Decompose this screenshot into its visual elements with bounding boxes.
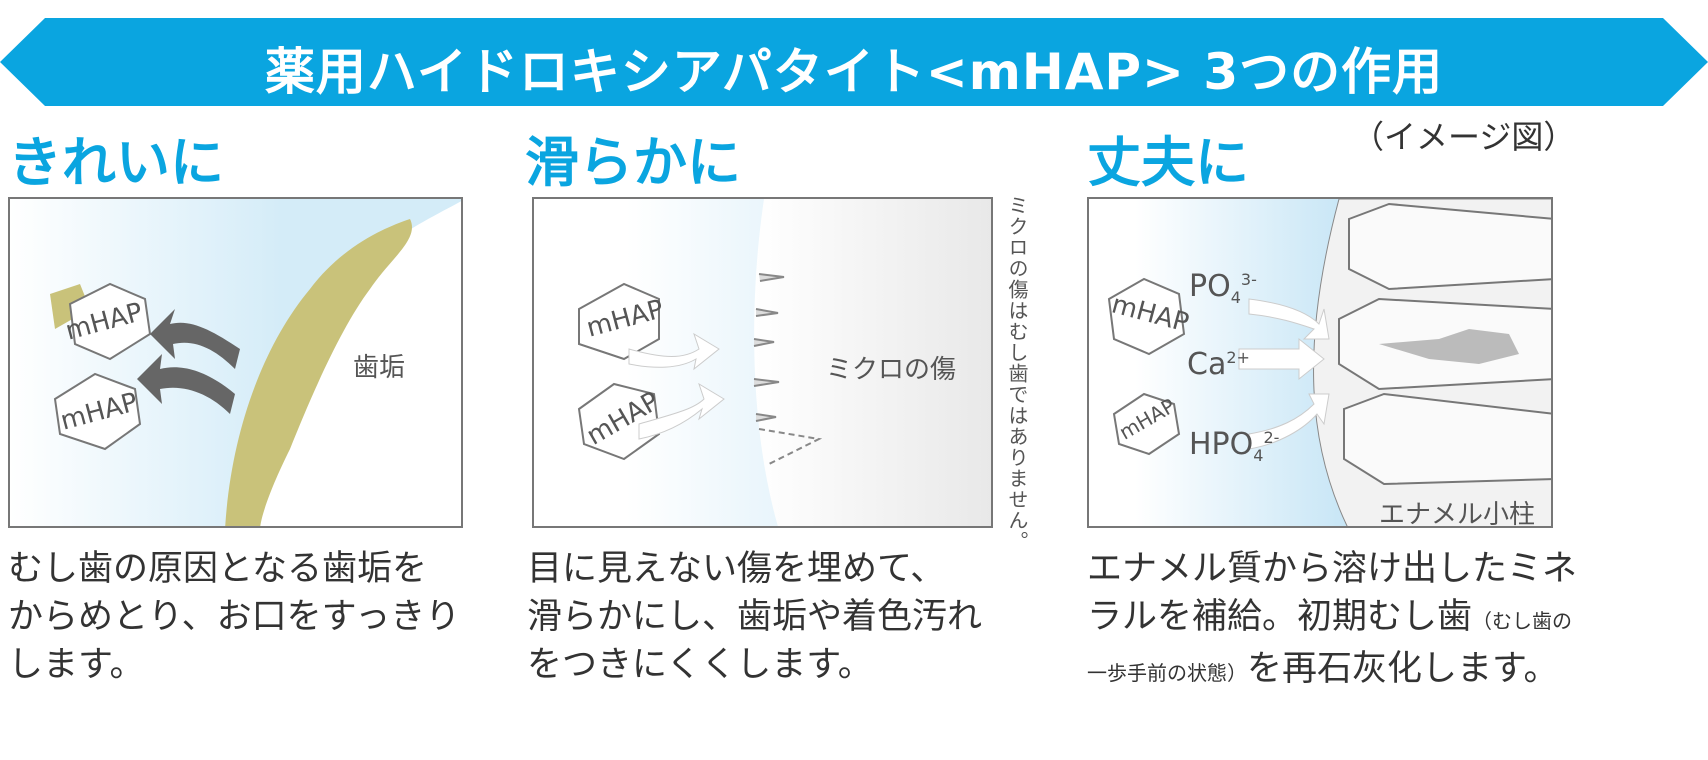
plaque-illustration — [10, 199, 461, 526]
description-line: エナメル質から溶け出したミネ — [1087, 549, 1578, 589]
ion-hydrogen-phosphate: HPO42- — [1189, 427, 1280, 465]
description-line: をつきにくくします。 — [527, 645, 873, 685]
panel-clean: mHAP mHAP 歯垢 — [8, 197, 463, 528]
panel-smooth: mHAP mHAP ミクロの傷 — [532, 197, 993, 528]
title-banner: 薬用ハイドロキシアパタイト<mHAP> 3つの作用 — [0, 18, 1708, 106]
heading-smooth: 滑らかに — [525, 131, 741, 194]
description-line: 目に見えない傷を埋めて、 — [527, 549, 946, 589]
image-note: （イメージ図） — [1352, 118, 1576, 156]
description-line: むし歯の原因となる歯垢を — [8, 549, 427, 589]
description-strong: エナメル質から溶け出したミネ ラルを補給。初期むし歯（むし歯の 一歩手前の状態）… — [1087, 545, 1577, 697]
enamel-rod-label: エナメル小柱 — [1379, 500, 1536, 528]
scratch-illustration — [534, 199, 991, 526]
vertical-disclaimer: ミクロの傷はむし歯ではありません。 — [1005, 195, 1029, 552]
banner-title: 薬用ハイドロキシアパタイト<mHAP> 3つの作用 — [264, 43, 1444, 101]
banner-shape — [0, 18, 1708, 106]
ion-phosphate: PO43- — [1189, 269, 1257, 307]
description-line: 滑らかにし、歯垢や着色汚れ — [527, 597, 983, 637]
scratch-label: ミクロの傷 — [826, 355, 957, 385]
description-line: します。 — [8, 645, 145, 685]
description-line: ラルを補給。初期むし歯（むし歯の — [1087, 597, 1573, 637]
heading-strong: 丈夫に — [1087, 131, 1249, 194]
ion-calcium: Ca2+ — [1187, 347, 1250, 382]
description-clean: むし歯の原因となる歯垢を からめとり、お口をすっきり します。 — [8, 545, 460, 689]
panel-strong: mHAP mHAP PO43- Ca2+ HPO42- エナメル小柱 — [1087, 197, 1553, 528]
enamel-illustration — [1089, 199, 1551, 526]
plaque-label: 歯垢 — [353, 353, 406, 383]
heading-clean: きれいに — [8, 131, 224, 194]
description-line: からめとり、お口をすっきり — [8, 597, 461, 637]
description-line: 一歩手前の状態）を再石灰化します。 — [1087, 649, 1559, 689]
description-smooth: 目に見えない傷を埋めて、 滑らかにし、歯垢や着色汚れ をつきにくくします。 — [527, 545, 982, 689]
